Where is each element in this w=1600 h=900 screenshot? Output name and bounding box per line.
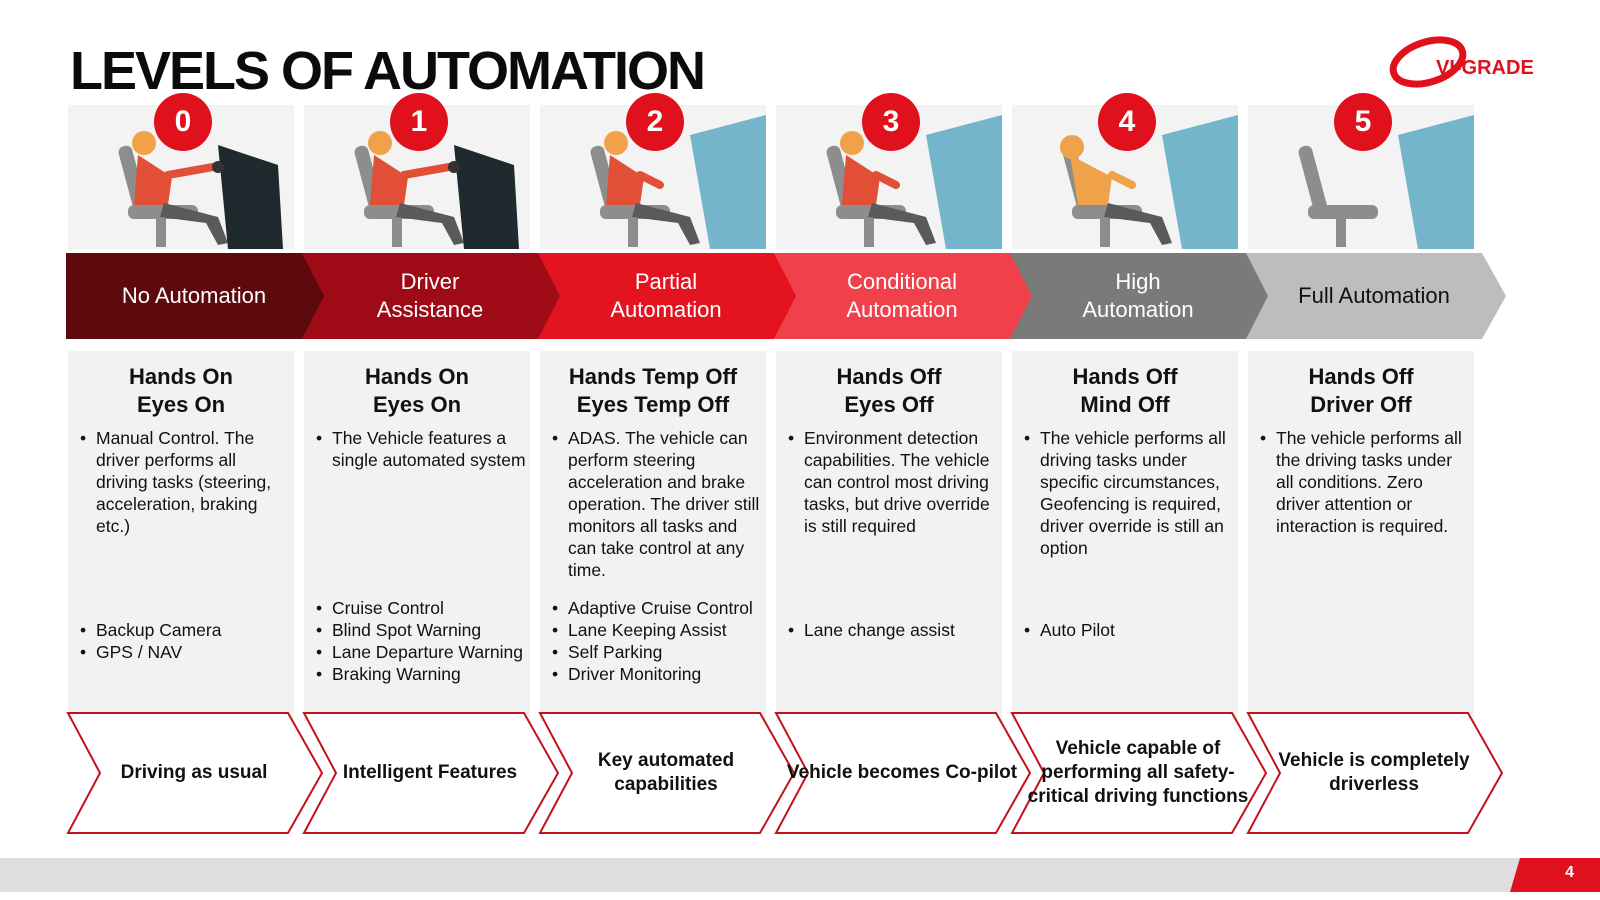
- outcome-chevron-4: [1010, 712, 1268, 834]
- page-number: 4: [1565, 864, 1574, 881]
- outcome-label: Driving as usual: [120, 762, 268, 783]
- level-description: Manual Control. The driver performs all …: [80, 427, 290, 537]
- level-heading: Hands On Eyes On: [68, 363, 294, 419]
- level-heading: Hands On Eyes On: [304, 363, 530, 419]
- feature-item: Braking Warning: [316, 663, 526, 685]
- logo-text: VI-GRADE: [1436, 57, 1534, 79]
- level-features: Backup CameraGPS / NAV: [80, 619, 290, 663]
- level-chevron-4: [1010, 253, 1270, 339]
- level-features: Auto Pilot: [1024, 619, 1234, 641]
- level-heading-line2: Eyes Off: [844, 392, 934, 417]
- level-heading-line2: Eyes Temp Off: [576, 392, 730, 417]
- level-badge-3: 3: [862, 93, 920, 151]
- outcome-chevron-2: [538, 712, 796, 834]
- outcome-chevron-5: [1246, 712, 1504, 834]
- feature-item: Blind Spot Warning: [316, 619, 526, 641]
- outcome-label: Intelligent Features: [342, 762, 518, 783]
- page-title: LEVELS OF AUTOMATION: [70, 41, 706, 101]
- level-name: No Automation: [121, 283, 267, 308]
- outcome-label: Vehicle capable of performing all safety…: [1027, 738, 1249, 807]
- description-item: The vehicle performs all the driving tas…: [1260, 427, 1470, 537]
- level-description: Environment detection capabilities. The …: [788, 427, 998, 537]
- level-badge-1: 1: [390, 93, 448, 151]
- page-number-tab: [1510, 858, 1600, 892]
- description-item: Manual Control. The driver performs all …: [80, 427, 290, 537]
- feature-item: Auto Pilot: [1024, 619, 1234, 641]
- level-chevron-1: [302, 253, 562, 339]
- feature-item: Backup Camera: [80, 619, 290, 641]
- level-heading-line1: Hands Off: [836, 364, 942, 389]
- feature-item: Lane Keeping Assist: [552, 619, 762, 641]
- level-badge-2: 2: [626, 93, 684, 151]
- level-heading-line1: Hands Temp Off: [568, 364, 738, 389]
- outcome-chevron-0: [66, 712, 324, 834]
- level-chevron-5: [1246, 253, 1506, 339]
- level-chevron-2: [538, 253, 798, 339]
- level-heading-line1: Hands On: [129, 364, 233, 389]
- level-features: Adaptive Cruise ControlLane Keeping Assi…: [552, 597, 762, 685]
- level-features: Lane change assist: [788, 619, 998, 641]
- description-item: ADAS. The vehicle can perform steering a…: [552, 427, 762, 581]
- level-heading-line1: Hands On: [365, 364, 469, 389]
- level-heading-line2: Mind Off: [1080, 392, 1170, 417]
- level-badge-0: 0: [154, 93, 212, 151]
- outcome-chevron-1: [302, 712, 560, 834]
- outcome-label: Vehicle is completely driverless: [1278, 750, 1470, 795]
- description-item: The vehicle performs all driving tasks u…: [1024, 427, 1234, 559]
- level-heading-line2: Eyes On: [372, 392, 462, 417]
- feature-item: Driver Monitoring: [552, 663, 762, 685]
- level-badge-5: 5: [1334, 93, 1392, 151]
- footer-bar: [0, 858, 1600, 892]
- feature-item: Adaptive Cruise Control: [552, 597, 762, 619]
- feature-item: GPS / NAV: [80, 641, 290, 663]
- level-chevron-3: [774, 253, 1034, 339]
- outcome-chevron-3: [774, 712, 1032, 834]
- feature-item: Self Parking: [552, 641, 762, 663]
- level-description: The vehicle performs all the driving tas…: [1260, 427, 1470, 537]
- level-heading-line1: Hands Off: [1308, 364, 1414, 389]
- feature-item: Cruise Control: [316, 597, 526, 619]
- level-heading-line2: Eyes On: [136, 392, 226, 417]
- level-card: Hands On Eyes On Manual Control. The drive…: [68, 351, 294, 721]
- outcome-label: Vehicle becomes Co-pilot: [786, 762, 1018, 783]
- level-description: The Vehicle features a single automated …: [316, 427, 526, 471]
- level-badge-4: 4: [1098, 93, 1156, 151]
- level-heading-line2: Driver Off: [1310, 392, 1412, 417]
- description-item: Environment detection capabilities. The …: [788, 427, 998, 537]
- outcome-label: Key automated capabilities: [597, 750, 735, 795]
- level-features: Cruise ControlBlind Spot WarningLane Dep…: [316, 597, 526, 685]
- level-heading-line1: Hands Off: [1072, 364, 1178, 389]
- feature-item: Lane Departure Warning: [316, 641, 526, 663]
- level-description: The vehicle performs all driving tasks u…: [1024, 427, 1234, 559]
- level-card: Hands On Eyes On The Vehicle features a si…: [304, 351, 530, 721]
- vi-grade-logo: VI-GRADE: [1389, 36, 1534, 88]
- level-description: ADAS. The vehicle can perform steering a…: [552, 427, 762, 581]
- level-name: Full Automation: [1298, 283, 1450, 308]
- level-chevron-0: [66, 253, 326, 339]
- description-item: The Vehicle features a single automated …: [316, 427, 526, 471]
- feature-item: Lane change assist: [788, 619, 998, 641]
